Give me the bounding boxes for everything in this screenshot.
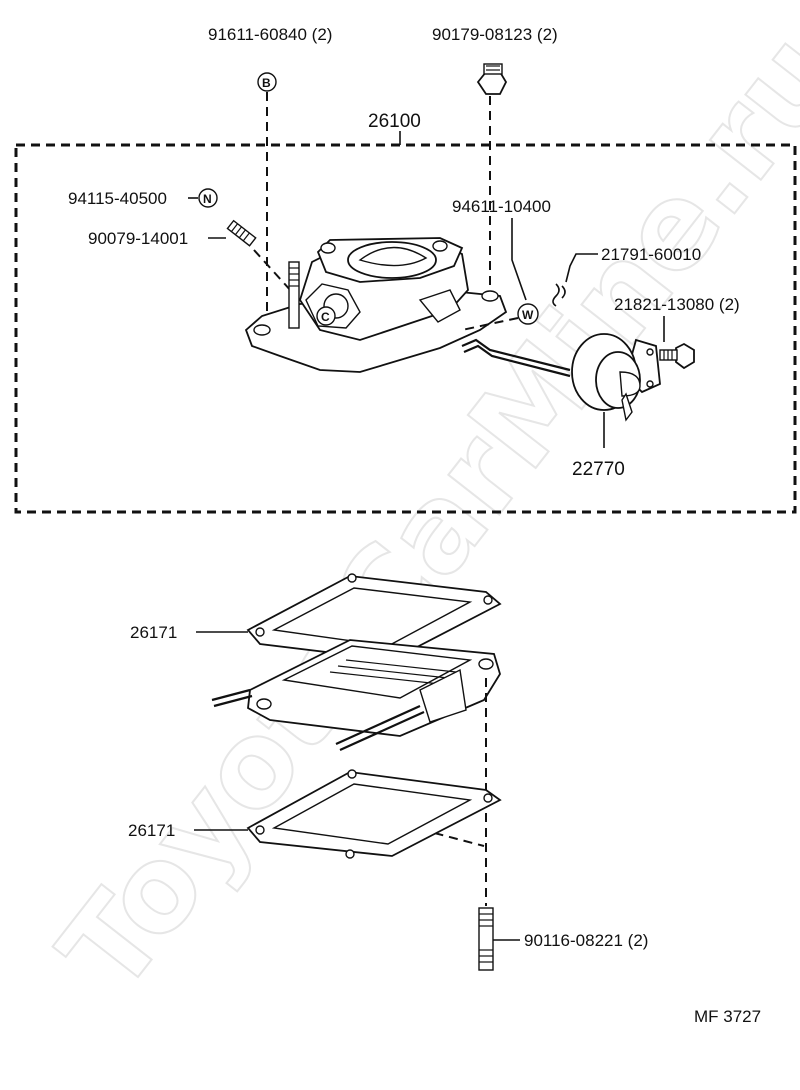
- marker-b: B: [257, 72, 277, 92]
- stud-bottom-icon: [478, 907, 494, 971]
- label-actuator[interactable]: 22770: [572, 459, 625, 480]
- leader-stud-path: [253, 249, 293, 293]
- assembly-frame: [14, 143, 797, 514]
- label-part-n[interactable]: 94115-40500: [68, 189, 167, 208]
- actuator-icon: [461, 333, 661, 422]
- screw-icon: [659, 342, 695, 370]
- nut-top-icon: [476, 63, 508, 95]
- marker-b-letter: B: [262, 76, 271, 90]
- stud-left-icon: [226, 219, 257, 247]
- label-assembly[interactable]: 26100: [368, 111, 421, 132]
- marker-c-letter: C: [321, 310, 330, 324]
- marker-w: W: [517, 303, 539, 325]
- label-bolt-b[interactable]: 91611-60840 (2): [208, 25, 332, 44]
- label-gasket-upper[interactable]: 26171: [130, 623, 177, 642]
- marker-c: C: [316, 306, 336, 326]
- marker-n: N: [198, 188, 218, 208]
- label-washer-w[interactable]: 94611-10400: [452, 197, 551, 216]
- hose-clip-icon: [552, 283, 566, 307]
- marker-w-letter: W: [522, 308, 534, 322]
- label-stud-left[interactable]: 90079-14001: [88, 229, 188, 248]
- insulator-icon: [211, 639, 501, 752]
- label-stud-bottom[interactable]: 90116-08221 (2): [524, 931, 648, 950]
- label-nut-top[interactable]: 90179-08123 (2): [432, 25, 558, 44]
- leader-washer-w: [511, 218, 527, 301]
- gasket-lower-icon: [246, 769, 502, 859]
- marker-n-letter: N: [203, 192, 212, 206]
- label-hose[interactable]: 21791-60010: [601, 245, 701, 264]
- leader-hose: [565, 253, 598, 283]
- throttle-body-icon: [244, 237, 508, 373]
- diagram-code: MF 3727: [694, 1007, 761, 1026]
- label-screw[interactable]: 21821-13080 (2): [614, 295, 740, 314]
- leader-washer-path: [461, 317, 519, 331]
- label-gasket-lower[interactable]: 26171: [128, 821, 175, 840]
